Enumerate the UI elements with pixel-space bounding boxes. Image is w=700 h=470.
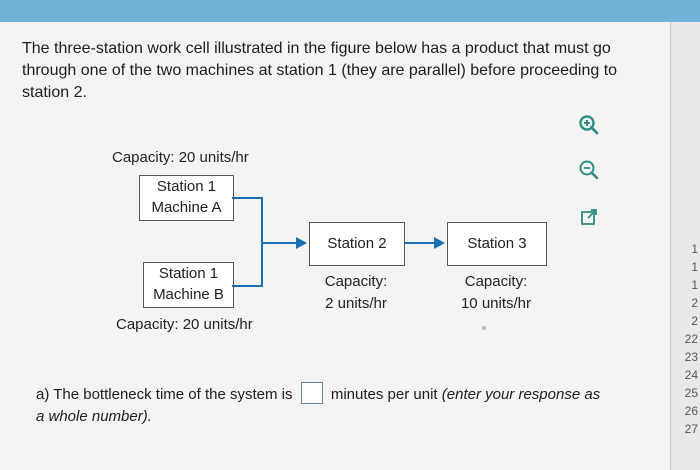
- station2-capacity: Capacity: 2 units/hr: [306, 271, 406, 315]
- decorative-dot: [482, 326, 486, 330]
- to-station3-arrowhead: [434, 237, 445, 249]
- line-number: 2: [691, 314, 698, 328]
- line-number: 1: [691, 242, 698, 256]
- machine-b-station-label: Station 1: [158, 265, 219, 282]
- browser-top-bar: [0, 0, 700, 22]
- line-number: 22: [684, 332, 698, 346]
- station2-box: Station 2: [309, 222, 405, 266]
- answer-suffix: minutes per unit: [330, 386, 438, 403]
- machine-a-machine-label: Machine A: [151, 199, 222, 216]
- line-number: 25: [684, 386, 698, 400]
- line-number: 1: [691, 278, 698, 292]
- line-number: 27: [684, 422, 698, 436]
- question-text: The three-station work cell illustrated …: [22, 40, 618, 101]
- answer-hint: (enter your response as: [441, 386, 601, 403]
- line-number: 26: [684, 404, 698, 418]
- station3-label: Station 3: [467, 235, 527, 252]
- answer-prefix: a) The bottleneck time of the system is: [36, 386, 293, 403]
- station2-capacity-value: 2 units/hr: [325, 295, 387, 312]
- zoom-out-icon[interactable]: [577, 158, 601, 182]
- machine-b-box: Station 1 Machine B: [143, 262, 234, 308]
- machine-b-capacity: Capacity: 20 units/hr: [116, 316, 253, 333]
- station2-capacity-label: Capacity:: [324, 273, 388, 290]
- line-number: 1: [691, 260, 698, 274]
- zoom-in-icon[interactable]: [577, 113, 601, 137]
- station3-capacity-value: 10 units/hr: [460, 295, 532, 312]
- station3-capacity-label: Capacity:: [464, 273, 528, 290]
- open-in-new-window-icon[interactable]: [577, 205, 601, 229]
- station3-capacity: Capacity: 10 units/hr: [446, 271, 546, 315]
- line-number: 23: [684, 350, 698, 364]
- machine-a-station-label: Station 1: [156, 178, 217, 195]
- machine-b-machine-label: Machine B: [153, 286, 224, 303]
- machine-a-box: Station 1 Machine A: [139, 175, 234, 221]
- answer-input[interactable]: [300, 382, 323, 404]
- answer-hint-continued: a whole number).: [36, 408, 152, 425]
- line-number: 2: [691, 296, 698, 310]
- station2-label: Station 2: [327, 235, 387, 252]
- line-number: 24: [684, 368, 698, 382]
- station3-box: Station 3: [447, 222, 547, 266]
- to-station2-arrowhead: [296, 237, 307, 249]
- machine-a-capacity: Capacity: 20 units/hr: [112, 149, 249, 166]
- answer-question: a) The bottleneck time of the system is …: [36, 382, 656, 428]
- line-number-gutter: 1 1 1 2 2 22 23 24 25 26 27: [674, 240, 700, 438]
